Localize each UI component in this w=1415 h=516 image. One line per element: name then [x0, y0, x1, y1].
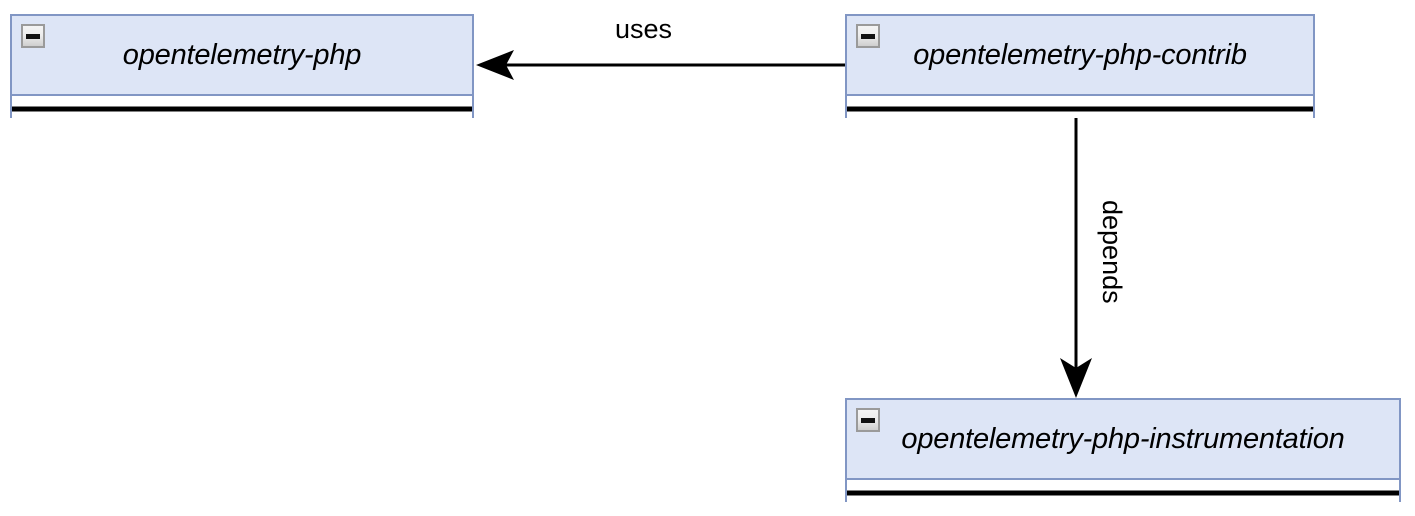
minus-bar — [861, 417, 875, 423]
edge-uses — [476, 50, 845, 80]
collapse-minus-icon[interactable] — [856, 24, 880, 48]
node-label: opentelemetry-php-instrumentation — [901, 422, 1345, 455]
node-opentelemetry-php-instrumentation[interactable]: opentelemetry-php-instrumentation — [845, 398, 1401, 506]
collapse-minus-icon[interactable] — [856, 408, 880, 432]
node-compartment — [12, 96, 472, 122]
edge-label-uses: uses — [615, 14, 673, 44]
node-compartment — [847, 96, 1313, 122]
compartment-rule — [12, 106, 472, 112]
edge-depends-arrowhead — [1060, 358, 1092, 398]
node-header: opentelemetry-php — [12, 16, 472, 96]
minus-bar — [26, 33, 40, 39]
node-opentelemetry-php-contrib[interactable]: opentelemetry-php-contrib — [845, 14, 1315, 122]
node-label: opentelemetry-php-contrib — [913, 38, 1247, 71]
node-compartment — [847, 480, 1399, 506]
node-header: opentelemetry-php-instrumentation — [847, 400, 1399, 480]
collapse-minus-icon[interactable] — [21, 24, 45, 48]
node-opentelemetry-php[interactable]: opentelemetry-php — [10, 14, 474, 122]
node-header: opentelemetry-php-contrib — [847, 16, 1313, 96]
minus-bar — [861, 33, 875, 39]
node-label: opentelemetry-php — [122, 38, 362, 71]
compartment-rule — [847, 490, 1399, 496]
edge-label-depends: depends — [1097, 200, 1127, 304]
edge-uses-arrowhead — [476, 50, 514, 80]
compartment-rule — [847, 106, 1313, 112]
edge-depends — [1060, 118, 1092, 398]
